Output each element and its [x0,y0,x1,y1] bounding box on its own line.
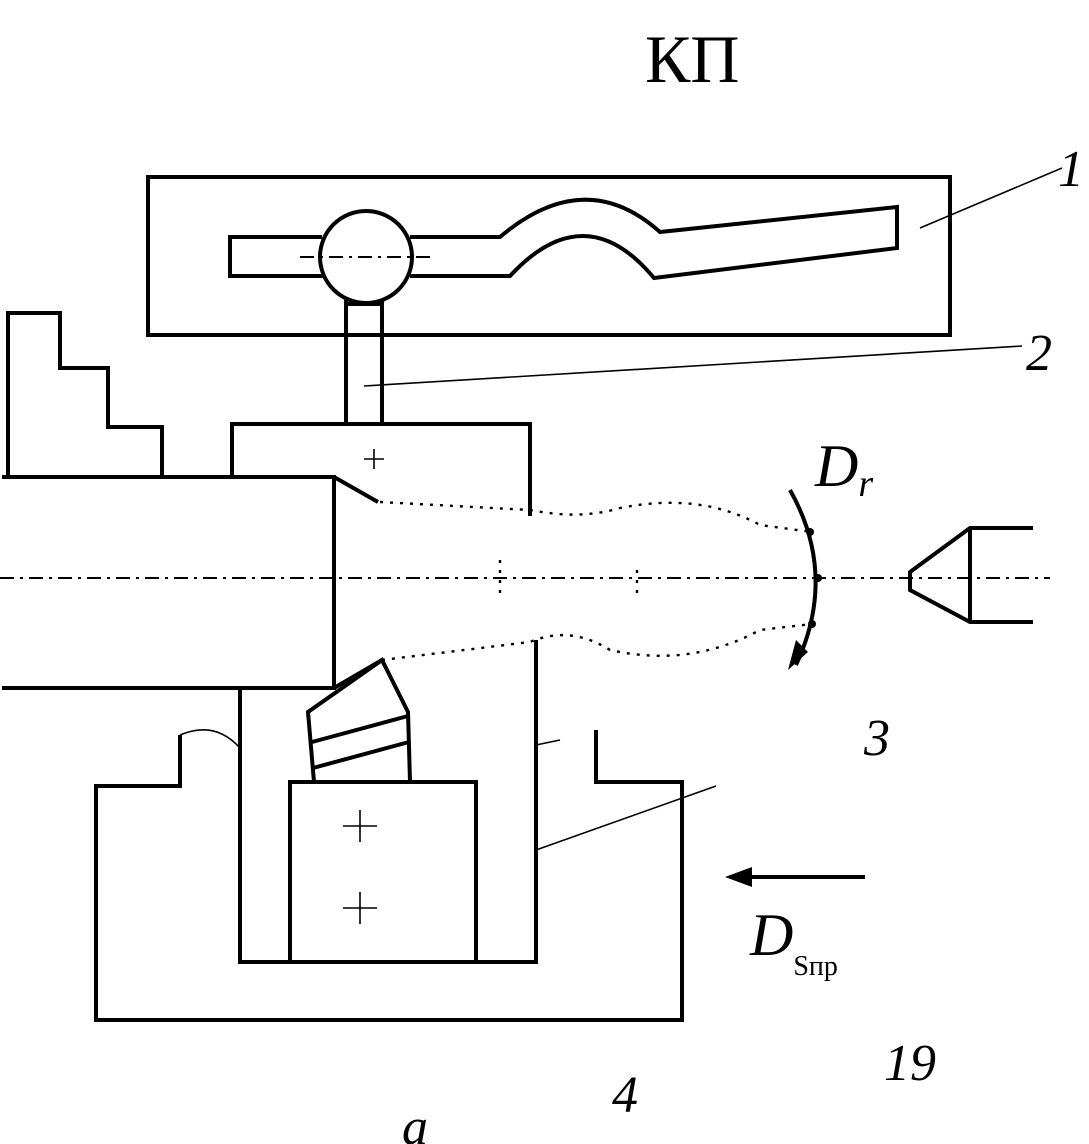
callout-1: 1 [1058,141,1084,198]
rotation-arrow [788,489,822,670]
headstock-chuck [6,311,164,477]
leader-2 [363,345,1023,387]
callout-2: 2 [1026,325,1052,382]
diagram-title: КП [645,21,739,97]
callout-4: 4 [612,1067,638,1124]
leader-3 [535,785,717,851]
leader-1 [919,167,1063,229]
copier-template [146,175,952,337]
feed-label: DSпр [749,902,838,982]
feed-arrow [725,867,865,887]
feed-subscript: Sпр [793,951,838,982]
upper-slide [230,422,532,516]
page-number: 19 [884,1035,936,1092]
follower-rod [344,300,384,424]
workpiece [2,475,813,690]
tool-holder [288,780,478,964]
rotation-subscript: r [858,463,873,505]
figure-caption: a [402,1099,428,1144]
tailstock-center [908,526,1033,624]
cutting-tool [305,657,412,783]
rotation-label: Dr [814,433,873,505]
callout-3: 3 [863,710,890,767]
